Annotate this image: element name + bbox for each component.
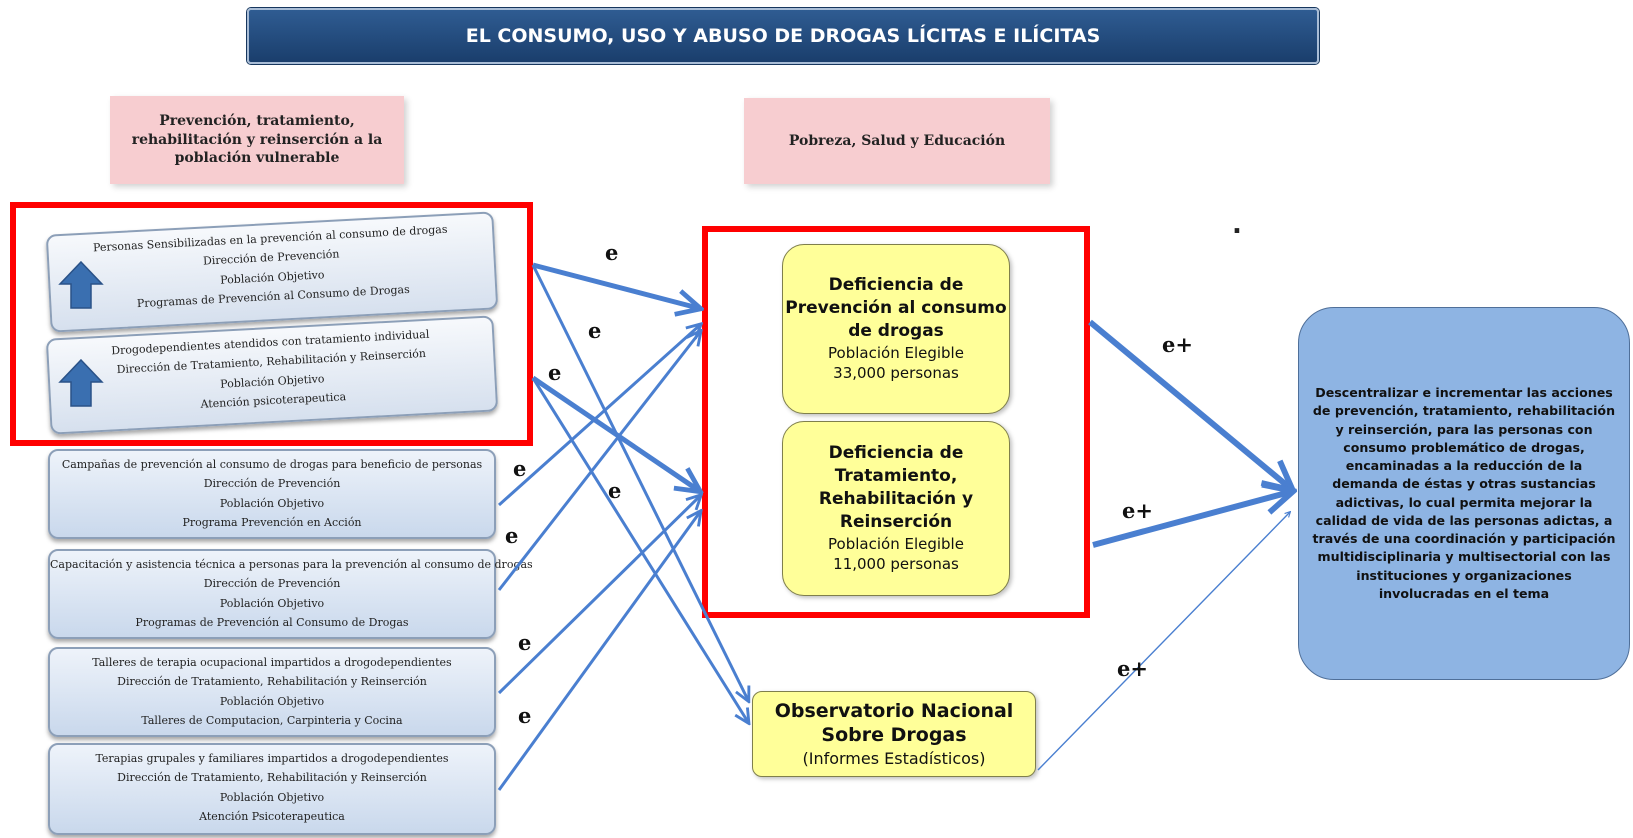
component-unit: Dirección de Tratamiento, Rehabilitación… [117, 771, 427, 785]
edge-label: e [548, 360, 562, 385]
header-right-text: Pobreza, Salud y Educación [788, 132, 1006, 149]
component-unit: Dirección de Tratamiento, Rehabilitación… [117, 675, 427, 689]
header-right-box: Pobreza, Salud y Educación [744, 98, 1050, 184]
component-box: Capacitación y asistencia técnica a pers… [48, 549, 533, 639]
problem-title: Deficiencia de Tratamiento, Rehabilitaci… [818, 443, 974, 533]
component-population: Población Objetivo [219, 496, 325, 510]
component-population: Población Objetivo [219, 596, 325, 610]
component-title: Capacitación y asistencia técnica a pers… [50, 558, 533, 571]
problem-population-value: 11,000 personas [833, 555, 959, 574]
edge-label: e [605, 240, 619, 265]
component-title: Terapias grupales y familiares impartido… [95, 752, 449, 765]
edge-label: e+ [1122, 498, 1153, 523]
problem-population-label: Población Elegible [828, 344, 964, 363]
header-left-text: Prevención, tratamiento, rehabilitación … [131, 112, 383, 167]
component-box: Campañas de prevención al consumo de dro… [48, 449, 496, 539]
component-title: Talleres de terapia ocupacional impartid… [92, 656, 452, 669]
component-unit: Dirección de Prevención [203, 477, 341, 491]
up-arrow-icon [58, 358, 104, 407]
component-unit: Dirección de Prevención [203, 577, 341, 591]
result-box: Descentralizar e incrementar las accione… [1298, 307, 1630, 680]
component-program: Programas de Prevención al Consumo de Dr… [135, 615, 409, 629]
component-population: Población Objetivo [219, 790, 325, 804]
up-arrow-icon [58, 260, 104, 309]
edge-label: e [518, 630, 532, 655]
observatory-title: Observatorio Nacional Sobre Drogas [774, 699, 1014, 747]
component-title: Campañas de prevención al consumo de dro… [61, 458, 483, 471]
observatory-box: Observatorio Nacional Sobre Drogas (Info… [752, 691, 1036, 777]
observatory-subtitle: (Informes Estadísticos) [802, 748, 986, 768]
header-left-box: Prevención, tratamiento, rehabilitación … [110, 96, 404, 184]
edge-label: e+ [1162, 332, 1193, 357]
problem-treatment: Deficiencia de Tratamiento, Rehabilitaci… [782, 421, 1010, 596]
component-program: Programa Prevención en Acción [182, 515, 362, 529]
problem-title: Deficiencia de Prevención al consumo de … [785, 275, 1007, 342]
problem-prevention: Deficiencia de Prevención al consumo de … [782, 244, 1010, 414]
edge-label: e [518, 703, 532, 728]
diagram-title: EL CONSUMO, USO Y ABUSO DE DROGAS LÍCITA… [247, 8, 1319, 64]
problem-population-label: Población Elegible [828, 535, 964, 554]
arrow-edge [531, 375, 698, 490]
edge-label: e [513, 456, 527, 481]
component-program: Atención Psicoterapeutica [199, 809, 345, 823]
edge-label: e [608, 478, 622, 503]
edge-label: e+ [1117, 656, 1148, 681]
stray-dot: . [1232, 210, 1242, 240]
edge-label: e [588, 318, 602, 343]
arrow-edge [497, 496, 700, 695]
component-program: Talleres de Computacion, Carpinteria y C… [141, 713, 403, 727]
arrow-edge [532, 262, 698, 308]
problem-population-value: 33,000 personas [833, 364, 959, 383]
result-text: Descentralizar e incrementar las accione… [1312, 385, 1616, 601]
component-box: Talleres de terapia ocupacional impartid… [48, 647, 496, 737]
component-population: Población Objetivo [219, 694, 325, 708]
component-box: Terapias grupales y familiares impartido… [48, 743, 496, 835]
edge-label: e [505, 523, 519, 548]
